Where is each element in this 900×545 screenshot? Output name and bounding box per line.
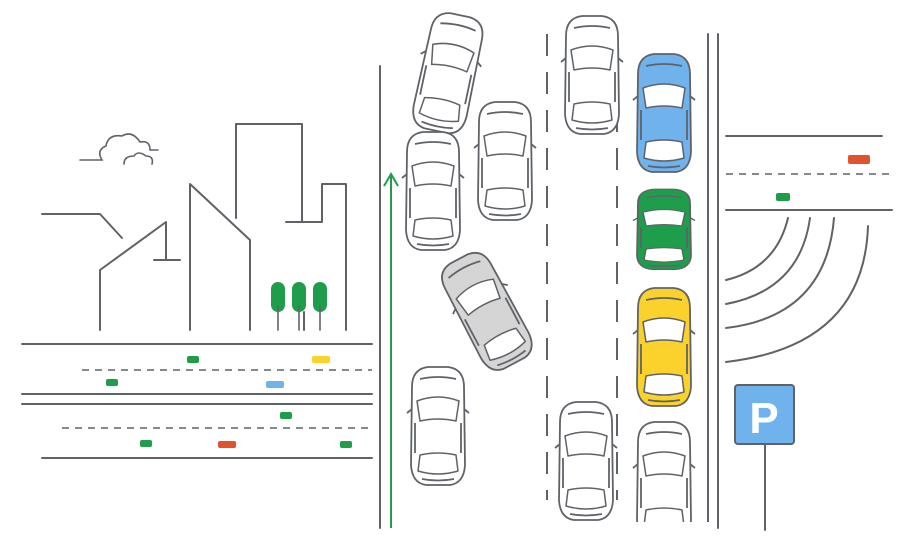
car-green [632,188,696,271]
left-highway [21,343,373,459]
car-white [404,7,492,139]
car-blue [632,53,696,173]
parking-sign-icon: P [734,384,795,531]
car-yellow [632,287,696,407]
tree-icon [271,282,285,331]
parking-sign-letter: P [749,394,778,443]
up-arrow-icon [383,172,399,528]
tree-icon [292,282,306,331]
city-skyline [41,123,347,331]
right-road [725,135,893,363]
car-white [473,101,537,221]
parked-cars [401,7,696,541]
car-gray [430,243,543,379]
curved-ramp-lines [725,217,869,363]
car-white [554,401,618,521]
car-white [406,366,470,486]
car-white [560,15,624,135]
trees [271,282,327,331]
traffic-vehicles [106,356,352,448]
cloud-icon [79,133,159,165]
tree-icon [313,282,327,331]
car-white [401,131,465,251]
buildings [41,123,347,331]
